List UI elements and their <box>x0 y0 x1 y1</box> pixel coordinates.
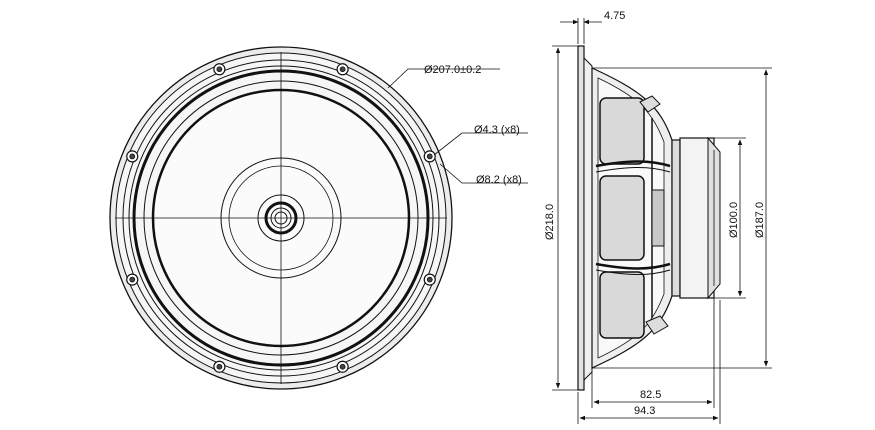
mounting-hole-center <box>216 66 223 73</box>
front-plate <box>671 139 681 297</box>
basket-center-pad <box>651 189 665 247</box>
terminal-bottom <box>645 315 669 335</box>
basket-window-mid <box>599 175 645 261</box>
basket-rib-1 <box>595 160 671 168</box>
bolt-circle-leader <box>439 163 528 184</box>
depth-inner-label: 82.5 <box>640 389 661 401</box>
mounting-hole-center <box>129 276 136 283</box>
magnet-diameter-label: Ø100.0 <box>728 202 740 238</box>
mounting-hole-center <box>339 66 346 73</box>
mounting-hole-center <box>426 153 433 160</box>
mounting-hole-center <box>426 276 433 283</box>
basket-rib-1b <box>595 167 671 173</box>
depth-overall-label: 94.3 <box>634 405 655 417</box>
flange-thickness-label: 4.75 <box>604 10 625 22</box>
surround-profile <box>583 56 593 382</box>
basket-rib-2b <box>595 269 671 275</box>
bolt-circle-label: Ø8.2 (x8) <box>476 174 522 186</box>
basket-rib-2 <box>595 262 671 270</box>
hole-leader <box>433 132 528 156</box>
hole-diameter-label: Ø4.3 (x8) <box>474 124 520 136</box>
outer-diameter-leader <box>387 68 500 89</box>
mounting-holes <box>126 63 436 373</box>
terminal-top <box>639 95 661 113</box>
outer-diameter-label: Ø207.0±0.2 <box>424 64 481 76</box>
front-view <box>109 46 453 390</box>
overall-diameter-label: Ø218.0 <box>544 204 556 240</box>
basket-window-bottom <box>599 271 645 339</box>
side-view <box>577 45 721 391</box>
mounting-hole-center <box>339 363 346 370</box>
basket-window-top <box>599 97 645 165</box>
flange <box>577 45 585 391</box>
basket-diameter-label: Ø187.0 <box>754 202 766 238</box>
mounting-hole-center <box>216 363 223 370</box>
mounting-hole-center <box>129 153 136 160</box>
